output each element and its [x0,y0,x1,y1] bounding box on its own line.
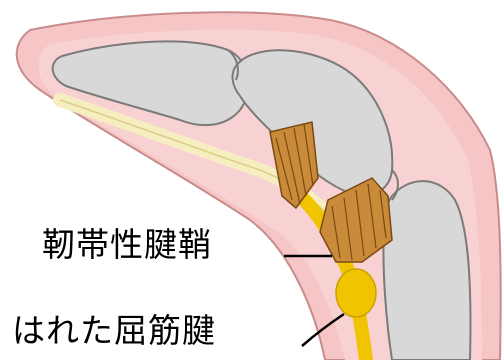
proximal-phalanx [383,181,470,360]
tendon-nodule [336,269,376,317]
label-ligamentous-sheath: 靭帯性腱鞘 [42,228,212,261]
label-swollen-flexor-tendon: はれた屈筋腱 [12,314,216,347]
